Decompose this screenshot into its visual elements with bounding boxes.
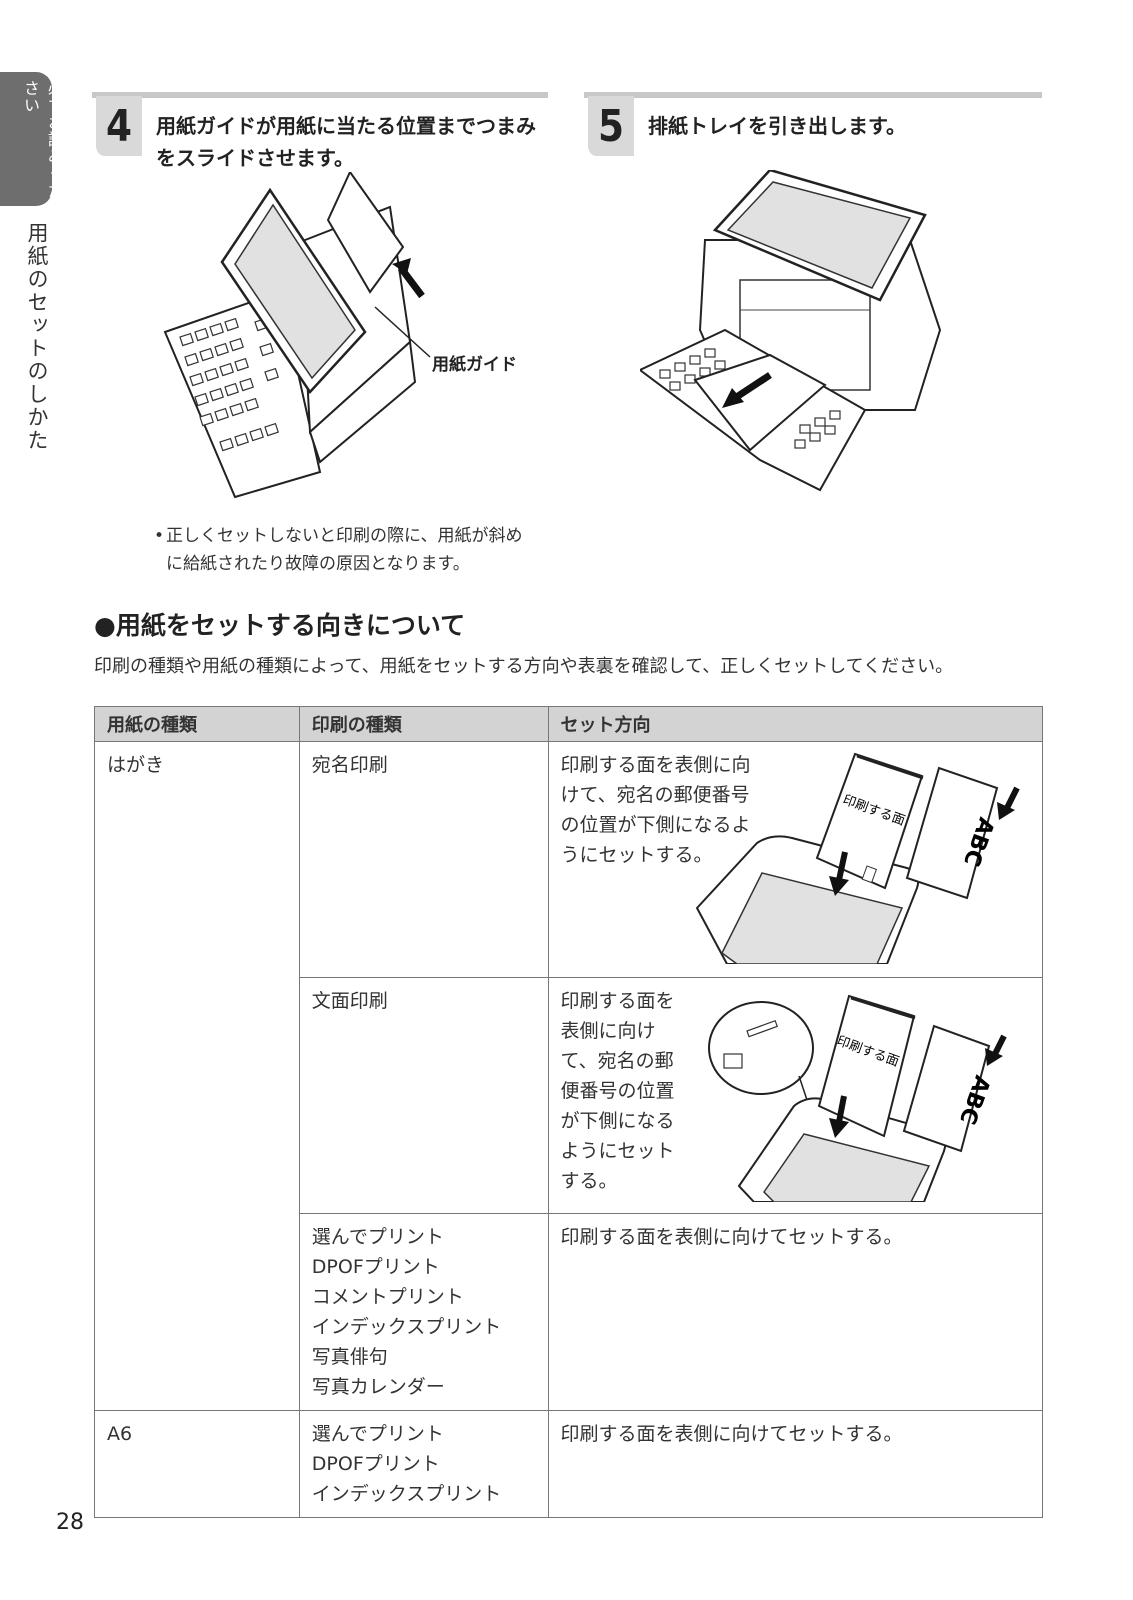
section-title: ●用紙をセットする向きについて bbox=[94, 611, 466, 640]
page-number: 28 bbox=[56, 1510, 84, 1535]
header-set-direction: セット方向 bbox=[547, 706, 1044, 742]
print-type-list-a6: 選んでプリント DPOFプリント インデックスプリント bbox=[298, 1410, 549, 1518]
section-intro: 印刷の種類や用紙の種類によって、用紙をセットする方向や表裏を確認して、正しくセッ… bbox=[94, 656, 954, 677]
table-row: 文面印刷 印刷する面を 表側に向け て、宛名の郵 便番号の位置 が下側になる よ… bbox=[95, 977, 1044, 1214]
step5-rule bbox=[584, 92, 1042, 98]
step4-number: 4 bbox=[96, 96, 142, 156]
chapter-title: 用紙のセットのしかた bbox=[25, 222, 49, 452]
header-print-type: 印刷の種類 bbox=[298, 706, 549, 742]
paper-type-a6: A6 bbox=[94, 1410, 300, 1518]
paper-orientation-table: 用紙の種類 印刷の種類 セット方向 はがき 宛名印刷 印刷する面を表側に向 けて… bbox=[94, 706, 1044, 1518]
address-print-illustration: 印刷する面 ABC bbox=[695, 752, 1020, 964]
step5-text: 排紙トレイを引き出します。 bbox=[648, 114, 906, 138]
step4-text: 用紙ガイドが用紙に当たる位置までつまみ をスライドさせます。 bbox=[156, 110, 536, 174]
step4-line2: をスライドさせます。 bbox=[156, 146, 354, 170]
paper-guide-label: 用紙ガイド bbox=[432, 355, 517, 375]
table-header-row: 用紙の種類 印刷の種類 セット方向 bbox=[94, 706, 1044, 742]
set-direction-address: 印刷する面を表側に向 けて、宛名の郵便番号 の位置が下側になるよ うにセットする… bbox=[547, 741, 1044, 978]
table-row: A6 選んでプリント DPOFプリント インデックスプリント 印刷する面を表側に… bbox=[94, 1410, 1044, 1518]
note-line1: 正しくセットしないと印刷の際に、用紙が斜め bbox=[166, 526, 523, 546]
table-row: はがき 宛名印刷 印刷する面を表側に向 けて、宛名の郵便番号 の位置が下側になる… bbox=[94, 741, 1044, 1411]
set-direction-a6: 印刷する面を表側に向けてセットする。 bbox=[547, 1410, 1044, 1518]
side-tab-must-read: 必ずお読みください bbox=[0, 72, 64, 206]
print-type-body: 文面印刷 bbox=[298, 977, 549, 1214]
side-tab-label: 必ずお読みください bbox=[21, 80, 64, 199]
set-direction-photo: 印刷する面を表側に向けてセットする。 bbox=[547, 1213, 1044, 1411]
printer-guide-illustration bbox=[163, 172, 431, 499]
note-line2: に給紙されたり故障の原因となります。 bbox=[166, 554, 470, 574]
printer-tray-illustration bbox=[640, 170, 942, 492]
paper-type-hagaki: はがき bbox=[94, 741, 300, 1411]
print-type-address: 宛名印刷 bbox=[298, 741, 549, 978]
step5-number: 5 bbox=[588, 96, 634, 156]
caution-note: •正しくセットしないと印刷の際に、用紙が斜め に給紙されたり故障の原因となります… bbox=[154, 522, 523, 578]
body-print-illustration: 印刷する面 ABC bbox=[707, 994, 1007, 1202]
step4-rule bbox=[92, 92, 548, 98]
print-type-list-photo: 選んでプリント DPOFプリント コメントプリント インデックスプリント 写真俳… bbox=[298, 1213, 549, 1411]
set-direction-body: 印刷する面を 表側に向け て、宛名の郵 便番号の位置 が下側になる ようにセット… bbox=[547, 977, 1044, 1214]
step4-line1: 用紙ガイドが用紙に当たる位置までつまみ bbox=[156, 114, 536, 138]
header-paper-type: 用紙の種類 bbox=[94, 706, 300, 742]
note-bullet: • bbox=[154, 526, 165, 546]
